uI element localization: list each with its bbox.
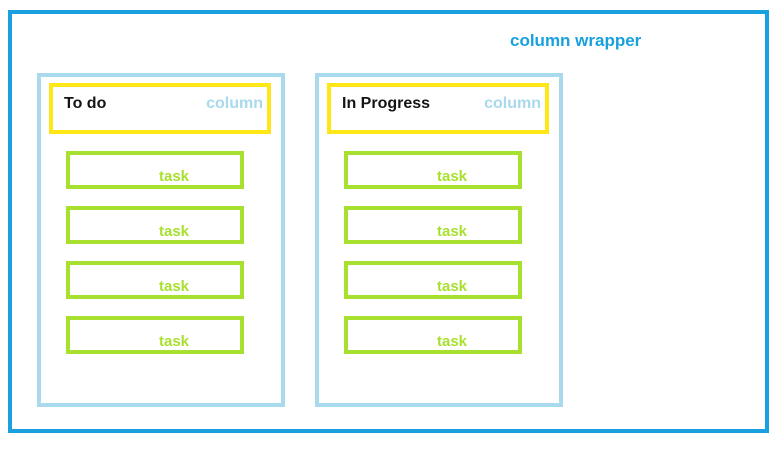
column-header: In Progress column bbox=[327, 83, 549, 134]
task-label: task bbox=[158, 168, 190, 185]
column-todo: To do column task task task task bbox=[37, 73, 285, 407]
task-label: task bbox=[436, 278, 468, 295]
column-wrapper-label: column wrapper bbox=[510, 31, 642, 50]
task-card: task bbox=[344, 151, 522, 189]
column-in-progress: In Progress column task task task task bbox=[315, 73, 563, 407]
task-label: task bbox=[436, 223, 468, 240]
column-tag-label: column bbox=[206, 95, 263, 112]
task-label: task bbox=[158, 223, 190, 240]
task-card: task bbox=[344, 316, 522, 354]
task-card: task bbox=[66, 151, 244, 189]
task-card: task bbox=[66, 261, 244, 299]
task-card: task bbox=[66, 206, 244, 244]
task-card: task bbox=[344, 261, 522, 299]
task-label: task bbox=[436, 333, 468, 350]
task-card: task bbox=[66, 316, 244, 354]
column-title: To do bbox=[64, 95, 107, 112]
column-title: In Progress bbox=[342, 95, 431, 112]
column-tag-label: column bbox=[484, 95, 541, 112]
task-label: task bbox=[436, 168, 468, 185]
column-header: To do column bbox=[49, 83, 271, 134]
task-label: task bbox=[158, 333, 190, 350]
column-wrapper: column wrapper To do column task task ta… bbox=[8, 10, 769, 433]
task-label: task bbox=[158, 278, 190, 295]
task-card: task bbox=[344, 206, 522, 244]
